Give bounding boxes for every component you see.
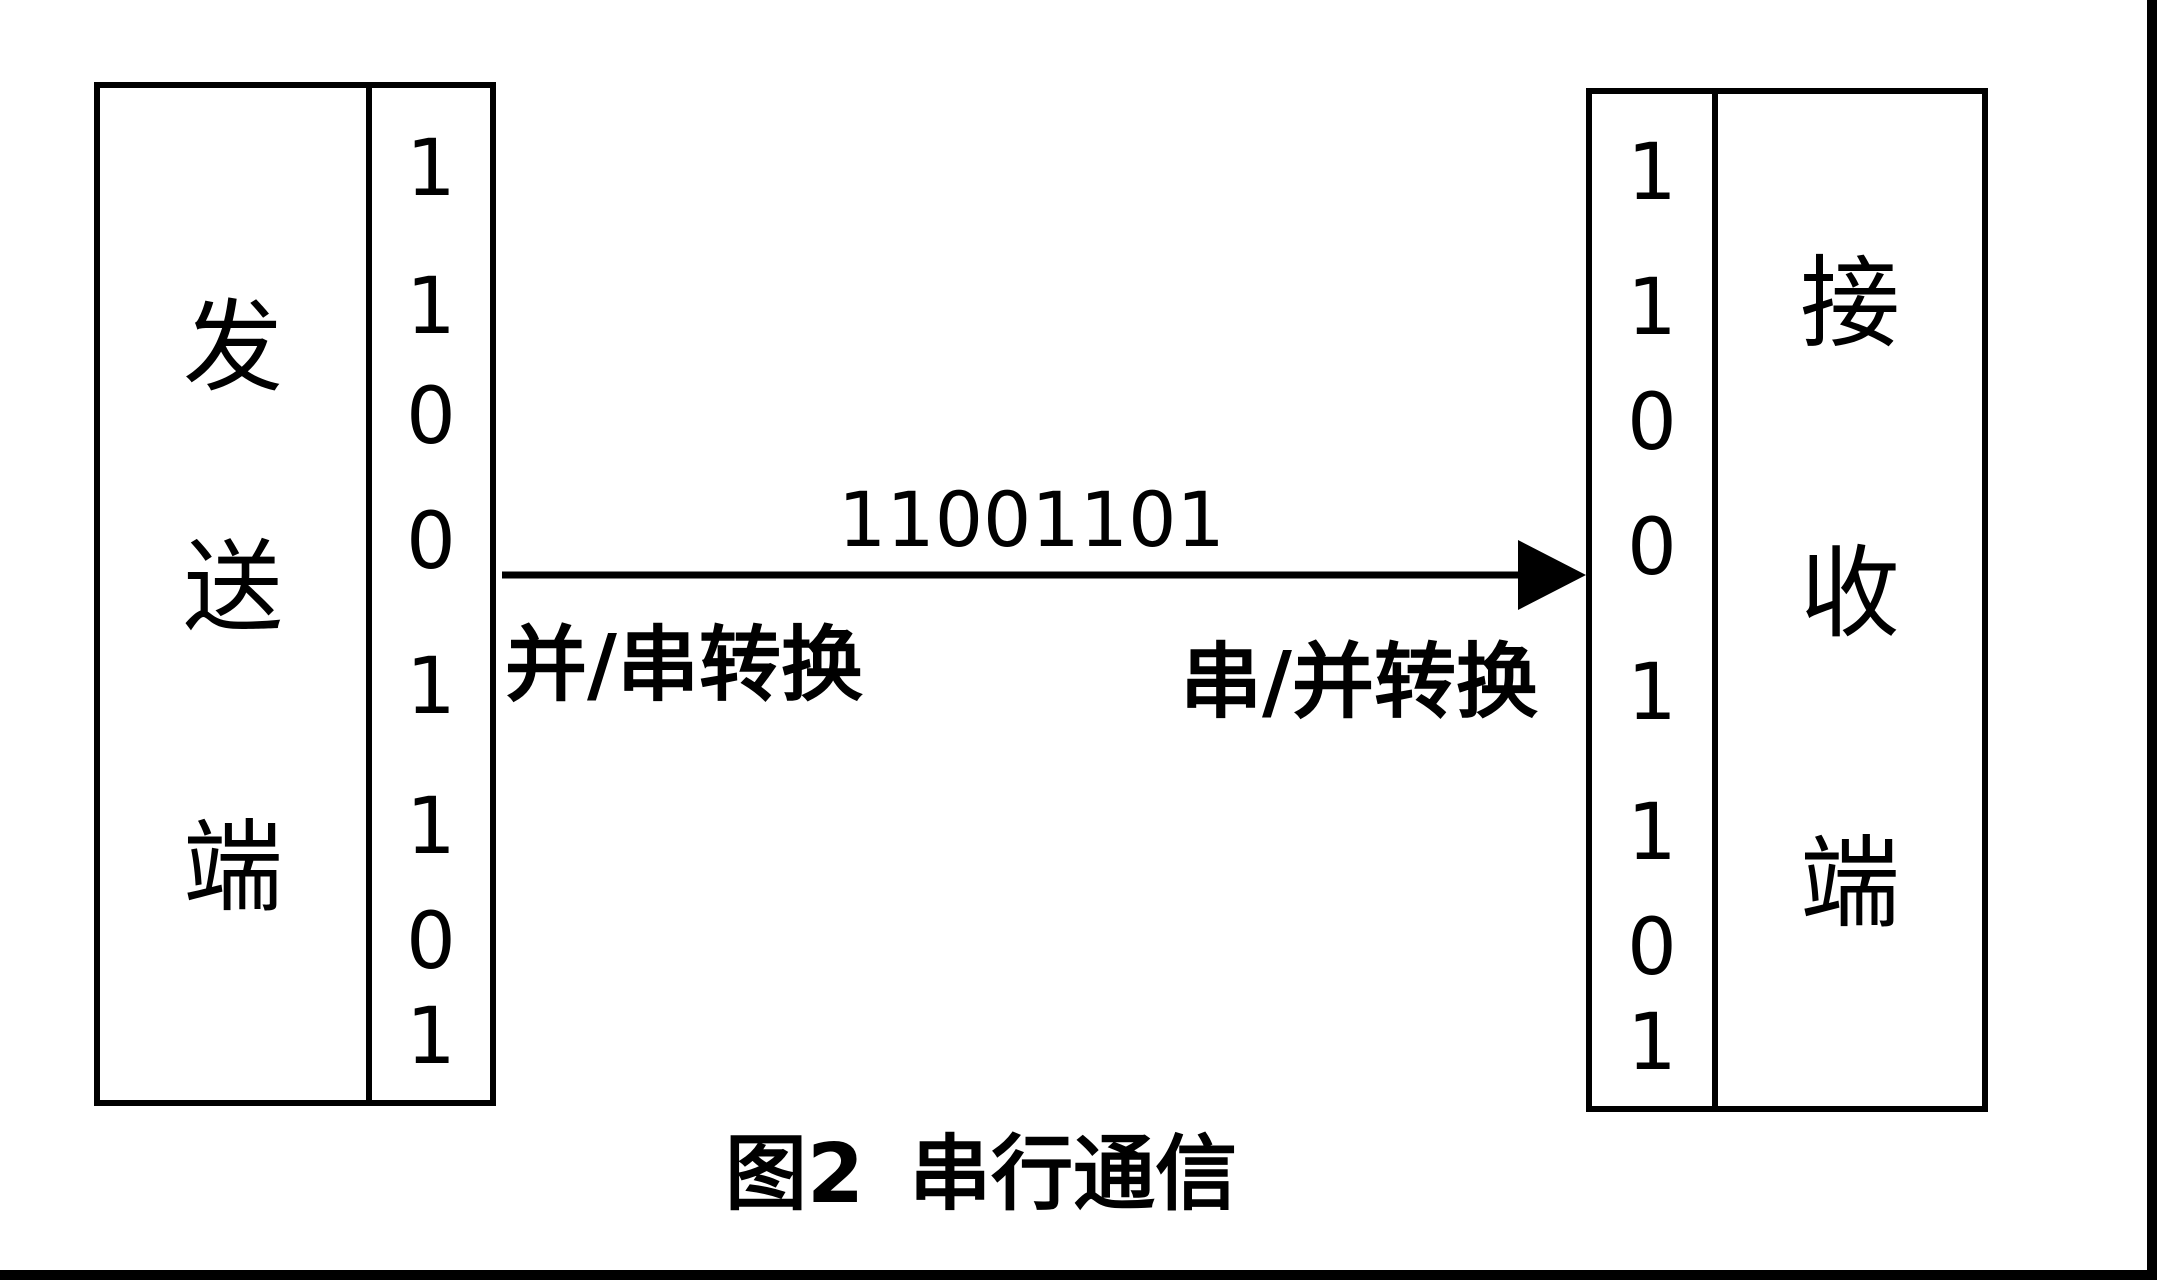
sender-box: 发 送 端 1 1 0 0 1 1 0 1 — [94, 82, 496, 1106]
receiver-box: 1 1 0 0 1 1 0 1 接 收 端 — [1586, 88, 1988, 1112]
sender-bit: 0 — [406, 497, 456, 587]
receiver-bit: 1 — [1627, 998, 1677, 1088]
receiver-divider — [1712, 94, 1718, 1106]
sender-bit: 1 — [406, 782, 456, 872]
sender-char: 送 — [183, 529, 283, 646]
receiver-bit: 1 — [1627, 128, 1677, 218]
receiver-bit: 0 — [1627, 903, 1677, 993]
figure-title: 串行通信 — [909, 1127, 1238, 1222]
parallel-to-serial-label: 并/串转换 — [505, 618, 863, 713]
receiver-label-column: 接 收 端 — [1718, 94, 1982, 1106]
sender-bit: 1 — [406, 642, 456, 732]
sender-divider — [366, 88, 372, 1100]
receiver-bit-register: 1 1 0 0 1 1 0 1 — [1592, 94, 1712, 1106]
sender-label-column: 发 送 端 — [100, 88, 366, 1100]
sender-bit: 1 — [406, 124, 456, 214]
figure-number: 图2 — [725, 1127, 865, 1222]
sender-bit-register: 1 1 0 0 1 1 0 1 — [372, 88, 490, 1100]
receiver-bit: 1 — [1627, 263, 1677, 353]
frame-edge-right — [2147, 0, 2157, 1280]
sender-bit: 0 — [406, 897, 456, 987]
sender-bit: 1 — [406, 992, 456, 1082]
sender-char: 发 — [183, 289, 283, 406]
sender-bit: 1 — [406, 262, 456, 352]
receiver-bit: 1 — [1627, 788, 1677, 878]
serial-to-parallel-label: 串/并转换 — [1180, 635, 1538, 730]
frame-edge-bottom — [0, 1270, 2157, 1280]
receiver-char: 端 — [1800, 825, 1900, 942]
receiver-bit: 0 — [1627, 503, 1677, 593]
sender-char: 端 — [183, 809, 283, 926]
receiver-char: 收 — [1800, 535, 1900, 652]
sender-bit: 0 — [406, 372, 456, 462]
transmission-data: 11001101 — [838, 475, 1225, 564]
receiver-bit: 0 — [1627, 378, 1677, 468]
arrow-head — [1518, 540, 1586, 610]
receiver-char: 接 — [1800, 245, 1900, 362]
receiver-bit: 1 — [1627, 648, 1677, 738]
